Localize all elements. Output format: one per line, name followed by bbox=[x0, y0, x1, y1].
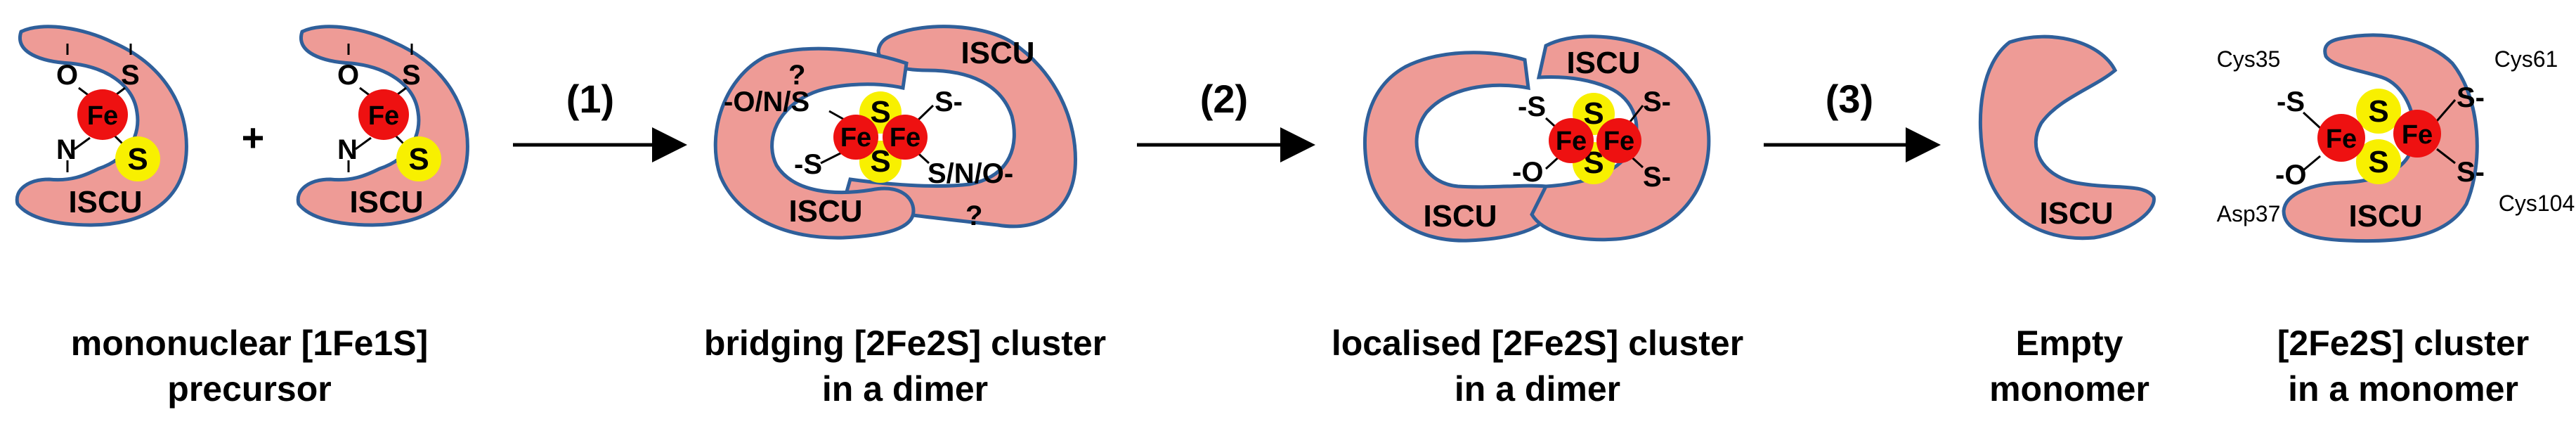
ligand-dash-s: -S bbox=[794, 149, 822, 180]
stage-bridging-dimer: ? -O/N/S -S S- S/N/O- ? S S Fe Fe ISCU I… bbox=[713, 25, 1077, 240]
ligand-s-dash-top: S- bbox=[935, 86, 963, 117]
ligand-s-dash-bottom: S- bbox=[1643, 162, 1671, 193]
ligand-oxygen: O bbox=[56, 60, 78, 91]
caption-empty-line1: Empty bbox=[2016, 323, 2123, 363]
iscu-label: ISCU bbox=[2039, 196, 2113, 231]
iron-label: Fe bbox=[1604, 127, 1634, 156]
step-2-arrow: (2) bbox=[1137, 77, 1315, 162]
iron-atom-right bbox=[883, 115, 928, 160]
iscu-label-top: ISCU bbox=[961, 36, 1034, 70]
ligand-s-dash-bottom: S- bbox=[2457, 157, 2485, 188]
ligand-s-dash-top: S- bbox=[2457, 82, 2485, 113]
unknown-ligand-bottom: ? bbox=[965, 200, 982, 231]
caption-monomer-cluster-line1: [2Fe2S] cluster bbox=[2277, 323, 2529, 363]
residue-cys35: Cys35 bbox=[2217, 46, 2281, 72]
stage-cluster-monomer: Cys35 Cys61 Asp37 Cys104 -S -O S- S- S S… bbox=[2217, 33, 2575, 243]
ligand-s-dash-top: S- bbox=[1643, 86, 1671, 117]
step-1-arrow: (1) bbox=[513, 77, 687, 162]
step-3-arrow: (3) bbox=[1764, 77, 1941, 162]
iscu-protein-shape bbox=[1978, 34, 2156, 241]
iscu-label-bottom: ISCU bbox=[1423, 199, 1497, 233]
caption-localised-line2: in a dimer bbox=[1455, 369, 1620, 409]
stage-captions: mononuclear [1Fe1S] precursor bridging [… bbox=[71, 323, 2529, 409]
ligand-sulfur: S bbox=[121, 60, 140, 91]
residue-asp37: Asp37 bbox=[2217, 201, 2281, 226]
iron-label: Fe bbox=[87, 101, 118, 131]
ligand-dash-o: -O bbox=[2275, 160, 2306, 191]
plus-sign: + bbox=[242, 115, 265, 160]
iscu-protein-shape bbox=[2282, 33, 2479, 243]
iscu-protein-bottom-left bbox=[713, 46, 916, 240]
sulfur-atom bbox=[115, 136, 160, 181]
sulfur-label: S bbox=[127, 142, 148, 177]
stage-precursor: O S N Fe S ISCU + O S N Fe S bbox=[15, 25, 469, 227]
caption-empty-line2: monomer bbox=[1989, 369, 2149, 409]
sulfur-label: S bbox=[2368, 94, 2388, 129]
iron-label: Fe bbox=[890, 123, 921, 153]
precursor-monomer-b: O S N Fe S ISCU bbox=[296, 25, 469, 227]
iron-label: Fe bbox=[368, 101, 399, 131]
step-1-label: (1) bbox=[566, 77, 614, 121]
caption-precursor-line1: mononuclear [1Fe1S] bbox=[71, 323, 428, 363]
step-3-label: (3) bbox=[1826, 77, 1873, 121]
ligand-sulfur: S bbox=[402, 60, 421, 91]
ligand-oxygen: O bbox=[337, 60, 359, 91]
iscu-protein-left bbox=[1363, 51, 1552, 243]
caption-precursor-line2: precursor bbox=[167, 369, 331, 409]
ligand-dash-o: -O bbox=[1512, 157, 1543, 188]
iscu-label: ISCU bbox=[349, 185, 423, 219]
caption-monomer-cluster-line2: in a monomer bbox=[2288, 369, 2518, 409]
caption-bridging-line1: bridging [2Fe2S] cluster bbox=[704, 323, 1106, 363]
caption-localised-line1: localised [2Fe2S] cluster bbox=[1332, 323, 1743, 363]
iron-atom-right bbox=[1596, 118, 1641, 163]
ligand-sno-right: S/N/O- bbox=[928, 158, 1013, 189]
ligand-dash-s-top: -S bbox=[1518, 91, 1546, 122]
residue-cys104: Cys104 bbox=[2499, 191, 2575, 216]
ligand-nitrogen: N bbox=[337, 134, 358, 165]
iscu-protein-right bbox=[1530, 34, 1711, 242]
iscu-label: ISCU bbox=[68, 185, 142, 219]
iron-label: Fe bbox=[840, 123, 871, 153]
ligand-nitrogen: N bbox=[56, 134, 77, 165]
stage-empty-monomer: ISCU bbox=[1978, 34, 2156, 241]
iron-atom-left bbox=[2317, 114, 2365, 162]
residue-cys61: Cys61 bbox=[2494, 46, 2558, 72]
iron-label: Fe bbox=[2326, 124, 2357, 154]
sulfur-label: S bbox=[408, 142, 429, 177]
ligand-dash-s: -S bbox=[2277, 86, 2305, 117]
iron-atom-right bbox=[2393, 110, 2441, 158]
sulfur-label: S bbox=[2368, 145, 2388, 179]
caption-bridging-line2: in a dimer bbox=[822, 369, 988, 409]
iscu-label-bottom: ISCU bbox=[788, 194, 862, 229]
iron-atom bbox=[77, 89, 128, 140]
iscu-label: ISCU bbox=[2348, 199, 2422, 233]
iron-atom bbox=[358, 89, 409, 140]
iron-atom-left bbox=[833, 115, 878, 160]
iron-label: Fe bbox=[2402, 120, 2433, 150]
sulfur-atom-top bbox=[2356, 89, 2401, 134]
unknown-ligand-top: ? bbox=[788, 60, 805, 91]
iscu-protein-top-right bbox=[840, 25, 1077, 229]
sulfur-atom bbox=[396, 136, 441, 181]
step-2-label: (2) bbox=[1200, 77, 1248, 121]
sulfur-atom-bottom bbox=[2356, 139, 2401, 184]
iron-atom-left bbox=[1549, 118, 1594, 163]
ligand-ons-left: -O/N/S bbox=[724, 86, 809, 117]
iron-label: Fe bbox=[1556, 127, 1587, 156]
precursor-monomer-a: O S N Fe S ISCU bbox=[15, 25, 188, 227]
iscu-label-top: ISCU bbox=[1566, 46, 1640, 80]
stage-localised-dimer: -S -O S- S- S S Fe Fe ISCU ISCU bbox=[1363, 34, 1711, 243]
